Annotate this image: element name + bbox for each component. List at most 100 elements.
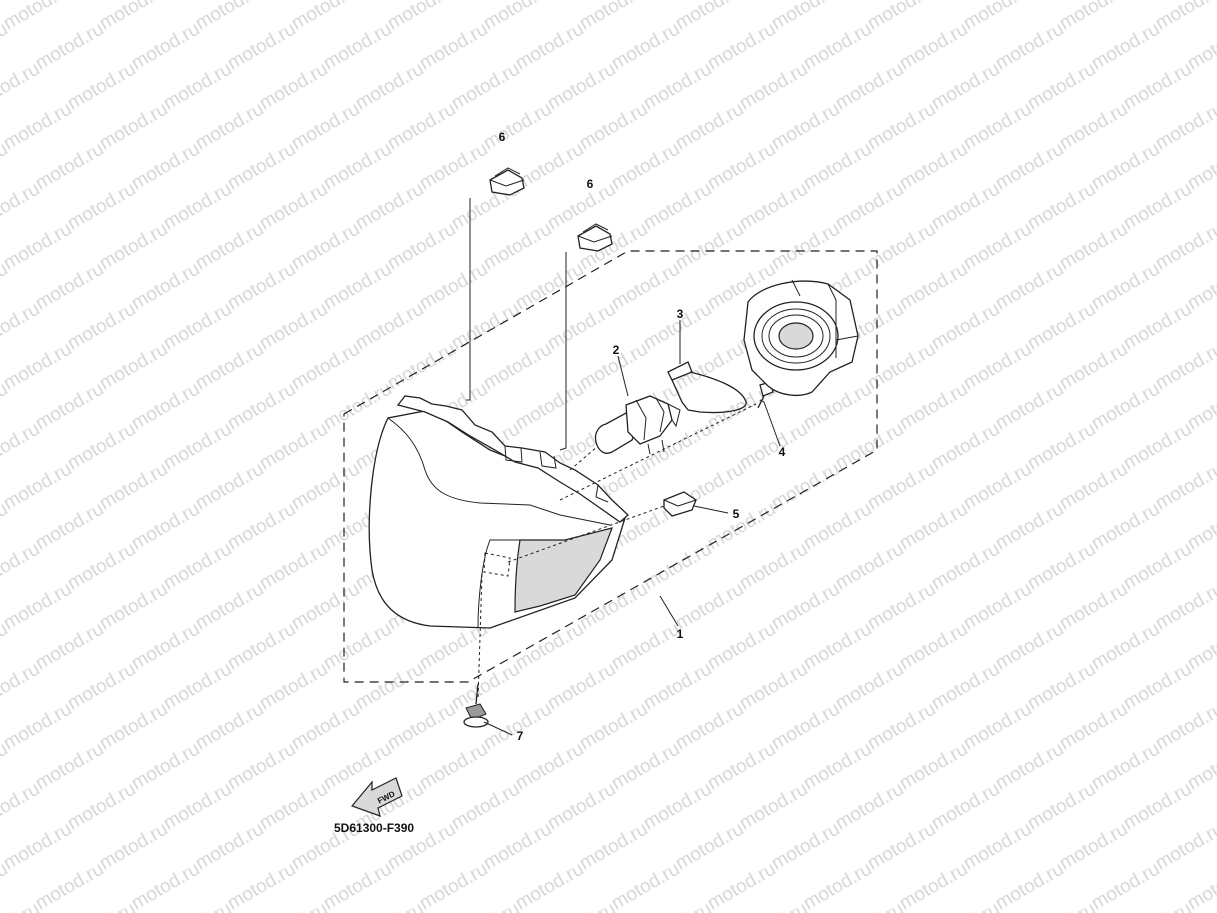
watermark-text: motod.ru (1088, 19, 1163, 75)
watermark-text: motod.ru (96, 339, 171, 395)
watermark-text: motod.ru (96, 819, 171, 875)
watermark-text: motod.ru (480, 99, 555, 155)
watermark-text: motod.ru (96, 0, 171, 34)
watermark-text: motod.ru (224, 859, 299, 913)
watermark-text: motod.ru (640, 179, 715, 235)
watermark-text: motod.ru (1152, 699, 1217, 755)
watermark-text: motod.ru (736, 779, 811, 835)
watermark-text: motod.ru (384, 699, 459, 755)
watermark-text: motod.ru (416, 739, 491, 795)
watermark-text: motod.ru (960, 99, 1035, 155)
watermark-text: motod.ru (608, 739, 683, 795)
watermark-text: motod.ru (352, 59, 427, 115)
watermark-text: motod.ru (480, 0, 555, 34)
watermark-text: motod.ru (160, 899, 235, 913)
watermark-text: motod.ru (64, 179, 139, 235)
watermark-text: motod.ru (160, 779, 235, 835)
watermark-text: motod.ru (160, 539, 235, 595)
watermark-text: motod.ru (960, 219, 1035, 275)
watermark-text: motod.ru (672, 219, 747, 275)
callout-6b: 6 (587, 177, 594, 191)
watermark-text: motod.ru (128, 379, 203, 435)
watermark-text: motod.ru (800, 619, 875, 675)
watermark-text: motod.ru (736, 539, 811, 595)
watermark-text: motod.ru (448, 59, 523, 115)
watermark-text: motod.ru (0, 59, 43, 115)
watermark-text: motod.ru (288, 699, 363, 755)
watermark-text: motod.ru (1088, 499, 1163, 555)
watermark-text: motod.ru (0, 219, 75, 275)
watermark-text: motod.ru (1152, 819, 1217, 875)
watermark-text: motod.ru (992, 259, 1067, 315)
watermark-text: motod.ru (1120, 659, 1195, 715)
watermark-text: motod.ru (96, 219, 171, 275)
watermark-text: motod.ru (128, 739, 203, 795)
watermark-text: motod.ru (704, 739, 779, 795)
watermark-text: motod.ru (0, 699, 75, 755)
watermark-text: motod.ru (256, 539, 331, 595)
watermark-text: motod.ru (288, 579, 363, 635)
watermark-text: motod.ru (896, 859, 971, 913)
watermark-text: motod.ru (32, 379, 107, 435)
watermark-text: motod.ru (448, 299, 523, 355)
watermark-text: motod.ru (288, 219, 363, 275)
watermark-text: motod.ru (736, 659, 811, 715)
watermark-text: motod.ru (608, 19, 683, 75)
watermark-text: motod.ru (928, 299, 1003, 355)
bolt (463, 683, 489, 728)
fwd-arrow-icon: FWD (350, 777, 403, 817)
watermark-text: motod.ru (864, 459, 939, 515)
watermark-text: motod.ru (320, 859, 395, 913)
watermark-text: motod.ru (128, 259, 203, 315)
watermark-text: motod.ru (0, 539, 43, 595)
assembly-boundary (343, 250, 878, 683)
watermark-text: motod.ru (64, 659, 139, 715)
watermark-text: motod.ru (1056, 819, 1131, 875)
watermark-text: motod.ru (896, 499, 971, 555)
watermark-text: motod.ru (224, 739, 299, 795)
watermark-text: motod.ru (288, 459, 363, 515)
watermark-text: motod.ru (480, 819, 555, 875)
watermark-text: motod.ru (992, 19, 1067, 75)
watermark-text: motod.ru (1056, 0, 1131, 34)
watermark-text: motod.ru (256, 419, 331, 475)
watermark-text: motod.ru (896, 739, 971, 795)
watermark-text: motod.ru (1152, 99, 1217, 155)
watermark-text: motod.ru (64, 419, 139, 475)
watermark-text: motod.ru (800, 499, 875, 555)
watermark-text: motod.ru (576, 579, 651, 635)
watermark-text: motod.ru (192, 0, 267, 34)
watermark-text: motod.ru (32, 619, 107, 675)
watermark-text: motod.ru (160, 179, 235, 235)
nut (663, 491, 697, 517)
watermark-text: motod.ru (0, 179, 43, 235)
watermark-text: motod.ru (160, 659, 235, 715)
callout-7: 7 (517, 729, 524, 743)
watermark-text: motod.ru (832, 779, 907, 835)
watermark-text: motod.ru (640, 539, 715, 595)
watermark-text: motod.ru (1120, 419, 1195, 475)
watermark-text: motod.ru (224, 259, 299, 315)
watermark-text: motod.ru (128, 19, 203, 75)
watermark-text: motod.ru (736, 899, 811, 913)
watermark-text: motod.ru (1088, 859, 1163, 913)
watermark-text: motod.ru (384, 339, 459, 395)
watermark-text: motod.ru (928, 899, 1003, 913)
watermark-text: motod.ru (192, 339, 267, 395)
watermark-text: motod.ru (800, 739, 875, 795)
watermark-text: motod.ru (128, 859, 203, 913)
watermark-text: motod.ru (800, 19, 875, 75)
leader-6a (466, 198, 471, 401)
leader-4 (763, 401, 781, 447)
watermark-text: motod.ru (448, 659, 523, 715)
watermark-text: motod.ru (960, 459, 1035, 515)
callout-6a: 6 (499, 130, 506, 144)
watermark-text: motod.ru (928, 179, 1003, 235)
watermark-text: motod.ru (608, 859, 683, 913)
watermark-text: motod.ru (640, 779, 715, 835)
watermark-text: motod.ru (256, 899, 331, 913)
watermark-text: motod.ru (256, 659, 331, 715)
watermark-text: motod.ru (352, 299, 427, 355)
watermark-text: motod.ru (416, 139, 491, 195)
